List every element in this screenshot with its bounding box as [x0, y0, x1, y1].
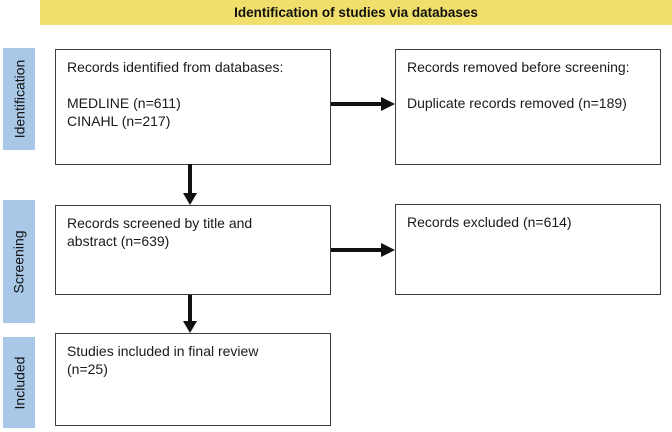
arrow-shaft: [188, 164, 192, 194]
banner-identification-via-databases: Identification of studies via databases: [40, 0, 672, 25]
arrow-down-icon: [183, 295, 197, 333]
stage-label-identification: Identification: [3, 48, 35, 150]
stage-label-text: Identification: [11, 59, 28, 139]
box-title: Records identified from databases:: [67, 59, 284, 75]
arrow-head: [183, 321, 197, 333]
box-studies-included: Studies included in final review (n=25): [55, 333, 331, 426]
box-line: abstract (n=639): [67, 233, 170, 249]
box-line: Records screened by title and: [67, 215, 253, 231]
box-records-identified: Records identified from databases: MEDLI…: [55, 49, 331, 165]
box-line-cinahl: CINAHL (n=217): [67, 113, 171, 129]
box-records-removed: Records removed before screening: Duplic…: [395, 49, 661, 165]
box-line-medline: MEDLINE (n=611): [67, 95, 181, 111]
arrow-shaft: [188, 295, 192, 322]
stage-label-included: Included: [3, 337, 35, 428]
box-line: Studies included in final review: [67, 343, 259, 359]
arrow-shaft: [331, 102, 383, 106]
box-line: (n=25): [67, 361, 108, 377]
arrow-down-icon: [183, 164, 197, 205]
box-records-excluded: Records excluded (n=614): [395, 204, 661, 295]
arrow-head: [381, 243, 395, 257]
blank-line: [67, 76, 319, 94]
box-line: Records excluded (n=614): [407, 214, 572, 230]
blank-line: [407, 76, 649, 94]
box-title: Records removed before screening:: [407, 59, 630, 75]
arrow-right-icon: [331, 243, 395, 257]
banner-title: Identification of studies via databases: [234, 5, 478, 20]
stage-label-text: Screening: [11, 229, 28, 294]
arrow-shaft: [331, 248, 383, 252]
arrow-head: [381, 97, 395, 111]
box-records-screened: Records screened by title and abstract (…: [55, 205, 331, 295]
stage-label-text: Included: [11, 356, 27, 409]
arrow-right-icon: [331, 97, 395, 111]
arrow-head: [183, 193, 197, 205]
box-line-duplicates: Duplicate records removed (n=189): [407, 95, 627, 111]
stage-label-screening: Screening: [3, 200, 35, 323]
